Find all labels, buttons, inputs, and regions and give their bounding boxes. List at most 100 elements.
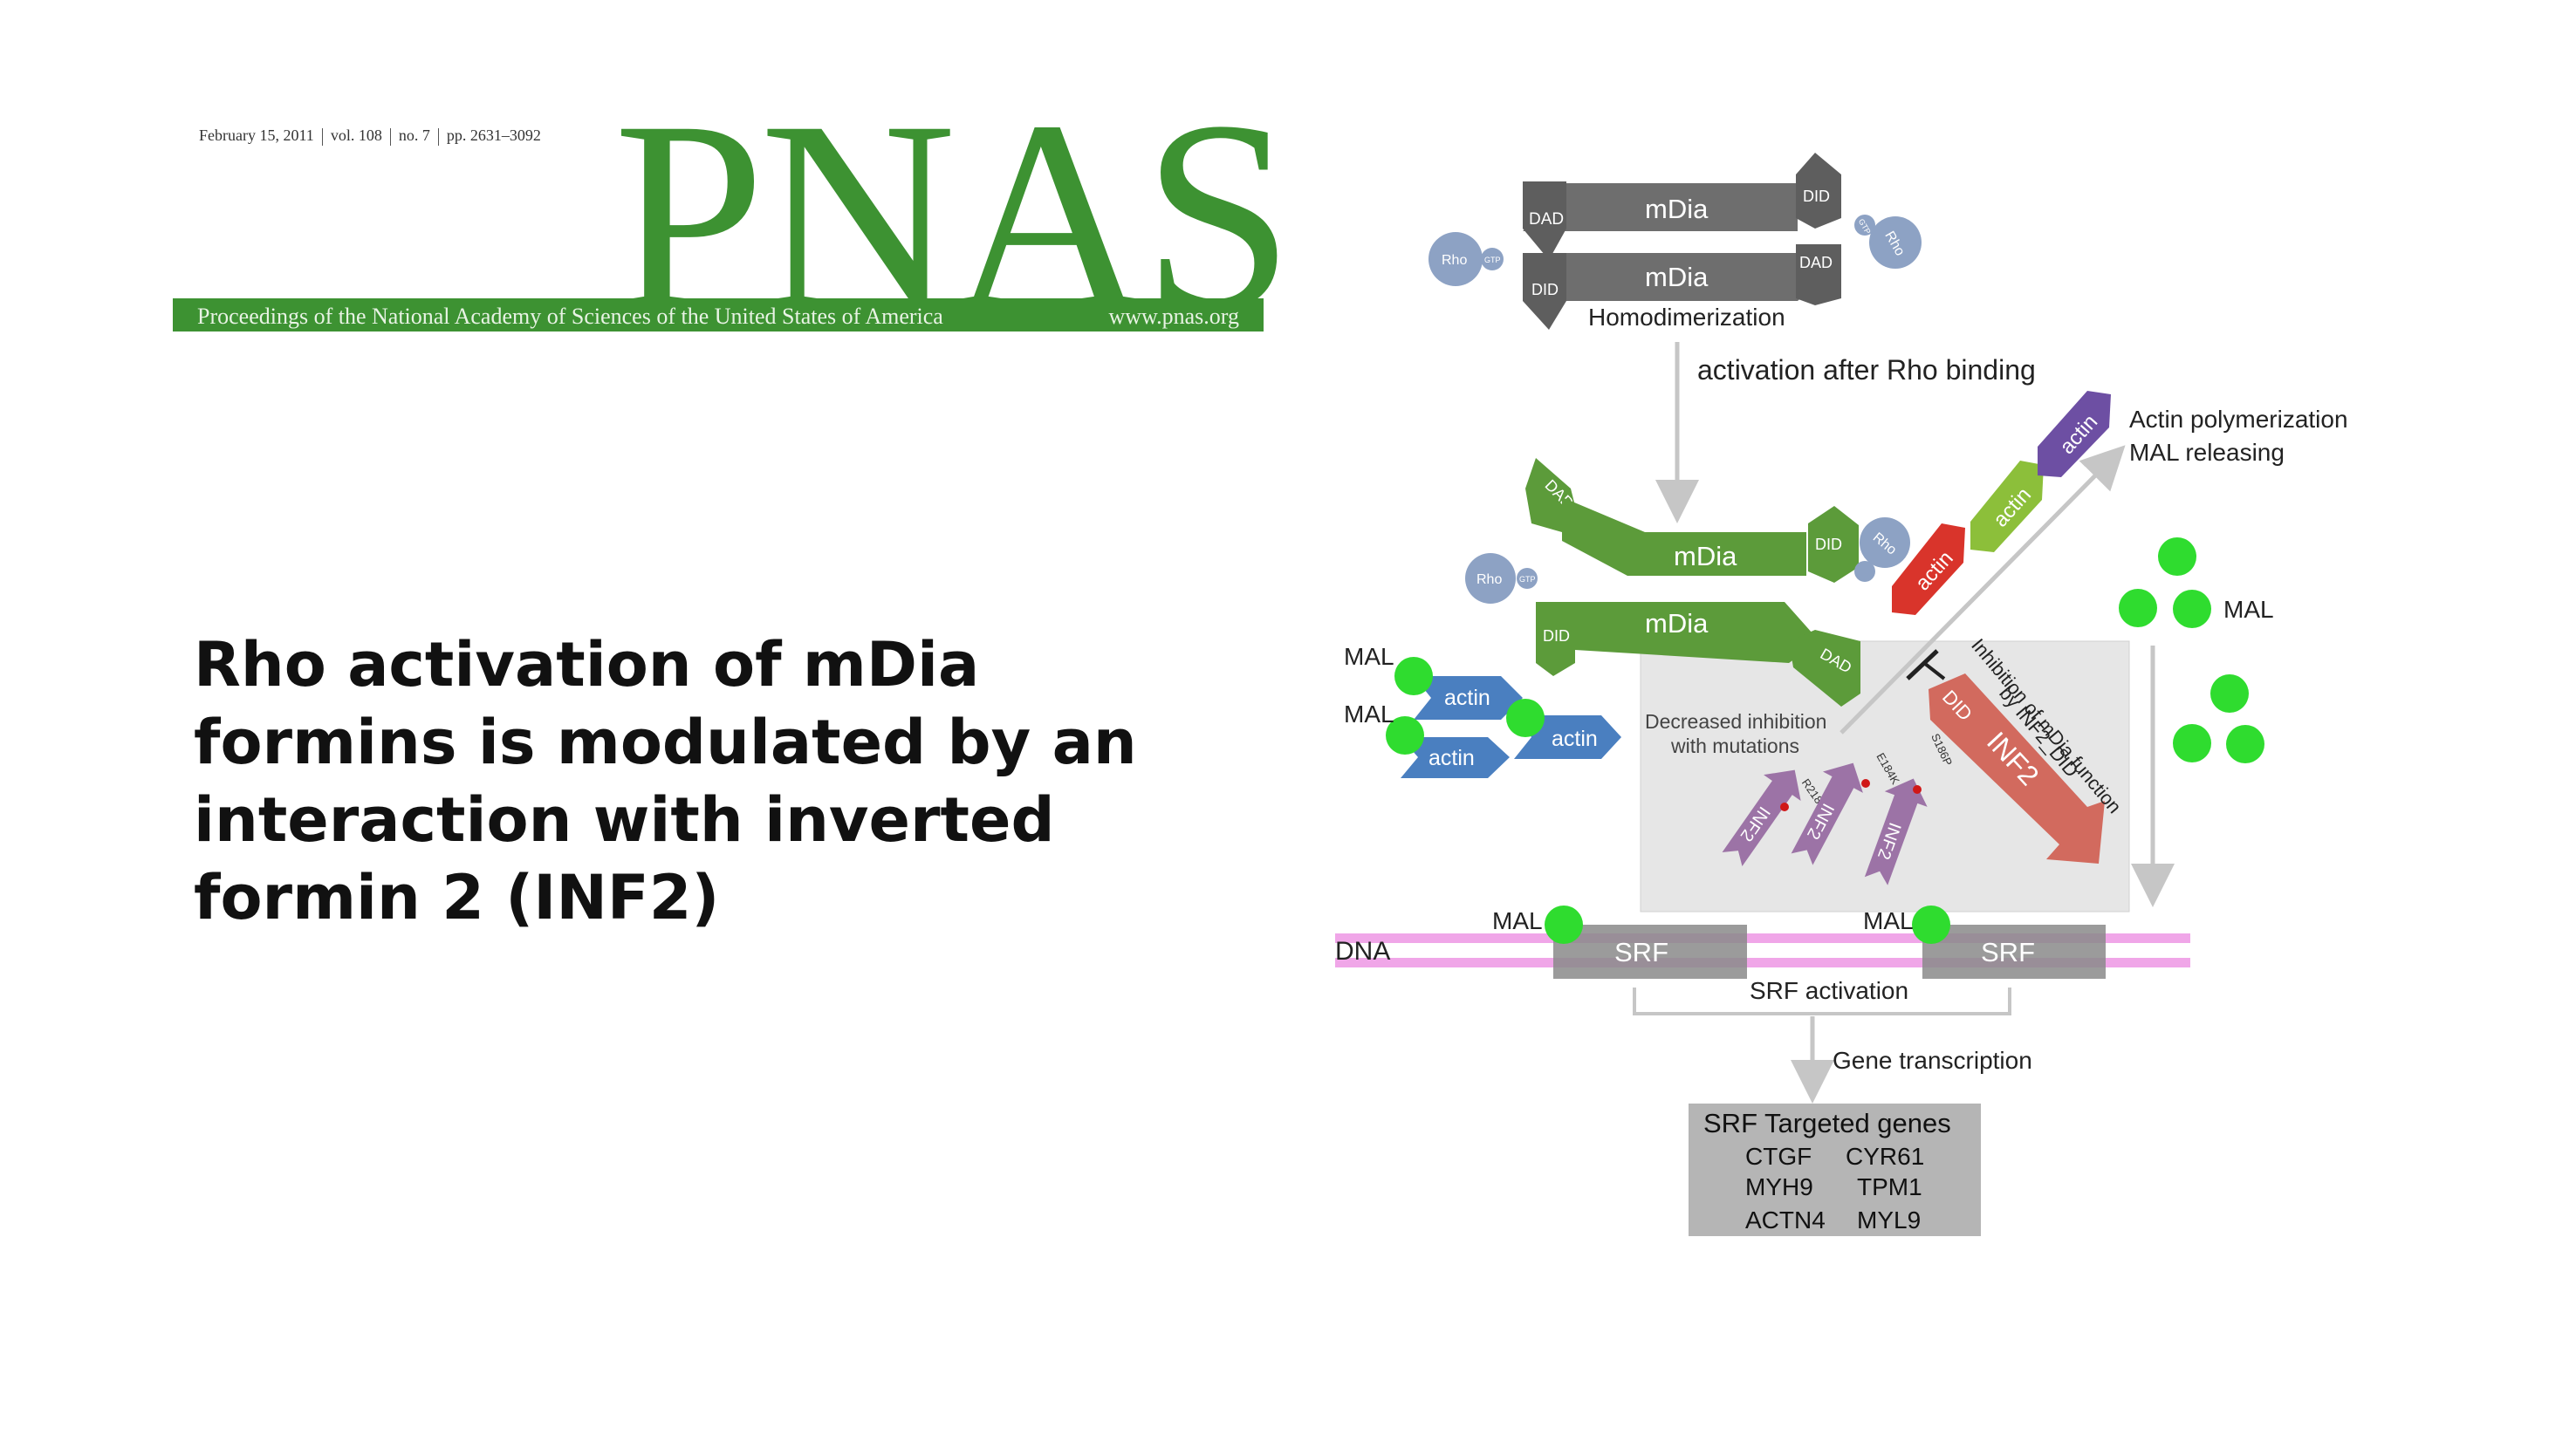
inhibition-bar	[1906, 649, 1946, 680]
active-mdia: DAD mDia DID Rho Rho GTP DID mDia DAD	[1465, 458, 1910, 707]
actin-blue-2-label: actin	[1428, 746, 1475, 770]
actin-red	[1892, 523, 1965, 615]
headline-line-2: formins is modulated by an	[194, 707, 1137, 778]
dad-domain-active-bottom	[1789, 630, 1860, 707]
mdia-label-active-top: mDia	[1674, 541, 1737, 571]
dna-label: DNA	[1335, 937, 1390, 966]
did-domain-bottom	[1523, 253, 1566, 330]
actin-blue-1-label: actin	[1444, 686, 1490, 710]
actin-blue-2	[1401, 737, 1510, 778]
mal-free-4	[2210, 674, 2249, 713]
rho-label-active-left: Rho	[1476, 572, 1502, 587]
gene-transcription-label: Gene transcription	[1833, 1047, 2032, 1074]
mal-free-3	[2173, 590, 2211, 628]
srf-box-left	[1553, 925, 1747, 979]
mal-free-2	[2119, 589, 2157, 627]
mal-free-1	[2158, 537, 2196, 576]
mutation-dot-1	[1780, 803, 1789, 811]
dad-label-top: DAD	[1529, 210, 1564, 229]
gtp-ball-left	[1481, 248, 1504, 270]
mal-free-5	[2173, 724, 2211, 762]
gtp-ball-right	[1854, 215, 1875, 236]
srf-genes-background	[1689, 1104, 1981, 1236]
inf2-did-arrow	[1929, 673, 2105, 864]
mal-label-free: MAL	[2223, 596, 2274, 623]
mal-label-2: MAL	[1344, 701, 1394, 728]
gene-ctgf: CTGF	[1745, 1143, 1812, 1170]
actin-purple	[2038, 391, 2111, 477]
mdia-inactive-bottom	[1566, 253, 1824, 301]
issue-volume: vol. 108	[330, 126, 382, 144]
journal-url: www.pnas.org	[1108, 304, 1240, 329]
headline-line-3: interaction with inverted	[194, 784, 1055, 856]
masthead-band: Proceedings of the National Academy of S…	[173, 298, 1264, 331]
rho-ball-left	[1428, 232, 1483, 286]
polymerization-arrow	[1840, 445, 2126, 735]
srf-genes-title: SRF Targeted genes	[1703, 1108, 1951, 1138]
actin-green	[1970, 461, 2044, 552]
dna-line-bottom	[1335, 958, 2190, 967]
gene-actn4: ACTN4	[1745, 1206, 1826, 1234]
inhibition-bar-stem	[1922, 661, 1946, 680]
issue-pages: pp. 2631–3092	[446, 126, 541, 144]
blue-actin-group: actin actin actin MAL MAL	[1344, 643, 1621, 778]
gtp-ball-active-right	[1854, 561, 1875, 582]
dad-domain-top	[1523, 181, 1566, 260]
mdia-label-bottom: mDia	[1645, 262, 1709, 292]
slide-headline: Rho activation of mDia formins is modula…	[194, 626, 1241, 937]
srf-label-left: SRF	[1614, 937, 1668, 967]
decreased-inhibition-line-1: Decreased inhibition	[1645, 710, 1826, 733]
mutation-dot-3	[1913, 785, 1922, 794]
srf-box-right	[1922, 925, 2106, 979]
srf-genes-box: SRF Targeted genes CTGF CYR61 MYH9 TPM1 …	[1689, 1104, 1981, 1236]
mdia-active-bottom	[1575, 602, 1819, 663]
rho-ball-active-left	[1465, 553, 1516, 604]
journal-tagline: Proceedings of the National Academy of S…	[197, 304, 943, 329]
mal-label-1: MAL	[1344, 643, 1394, 670]
actin-polymer-group: actin actin actin Actin polymerization M…	[1892, 391, 2348, 615]
inhibition-bar-cap	[1906, 649, 1939, 680]
rho-ball-right	[1869, 216, 1922, 269]
did-label-top: DID	[1803, 188, 1830, 205]
dad-label-bottom: DAD	[1799, 254, 1833, 271]
mal-ball-blue-3	[1506, 699, 1545, 737]
mal-free-6	[2226, 725, 2264, 763]
actin-poly-label-2: MAL releasing	[2129, 439, 2285, 466]
actin-blue-1	[1414, 676, 1523, 720]
actin-poly-label-1: Actin polymerization	[2129, 406, 2348, 433]
mal-srf-left	[1545, 906, 1583, 944]
did-domain-active-bottom	[1536, 602, 1575, 676]
gtp-label-left: GTP	[1484, 256, 1501, 264]
decreased-inhibition-line-2: with mutations	[1670, 735, 1799, 757]
srf-activation-bracket	[1633, 988, 2011, 1015]
mal-label-srf-right: MAL	[1863, 907, 1914, 934]
free-mal-group: MAL	[2119, 537, 2274, 763]
gene-tpm1: TPM1	[1857, 1173, 1922, 1200]
activation-label: activation after Rho binding	[1697, 354, 2036, 386]
gtp-label-active-left: GTP	[1519, 575, 1536, 584]
dna-line-top	[1335, 933, 2190, 943]
dad-domain-bottom	[1796, 244, 1841, 305]
mal-ball-blue-2	[1386, 716, 1424, 755]
actin-blue-3-label: actin	[1552, 727, 1598, 751]
homodimerization-label: Homodimerization	[1588, 304, 1785, 331]
mal-ball-blue-1	[1394, 657, 1433, 695]
srf-group: SRF SRF MAL MAL	[1492, 906, 2106, 979]
issue-date: February 15, 2011	[199, 126, 314, 144]
rho-ball-active-right	[1860, 517, 1910, 568]
did-label-active-bottom: DID	[1543, 627, 1570, 645]
did-label-active-top: DID	[1815, 536, 1842, 553]
gtp-ball-active-left	[1517, 568, 1538, 589]
headline-line-1: Rho activation of mDia	[194, 629, 980, 701]
headline-line-4: formin 2 (INF2)	[194, 862, 720, 933]
gene-cyr61: CYR61	[1846, 1143, 1924, 1170]
did-domain-active-top	[1808, 506, 1859, 583]
inf2-wild-type: DID INF2	[1929, 673, 2105, 864]
mdia-label-top: mDia	[1645, 194, 1709, 224]
rho-label-left: Rho	[1442, 253, 1467, 268]
mutation-dot-2	[1861, 779, 1870, 788]
did-label-bottom: DID	[1531, 281, 1559, 298]
did-domain-top	[1796, 153, 1841, 229]
